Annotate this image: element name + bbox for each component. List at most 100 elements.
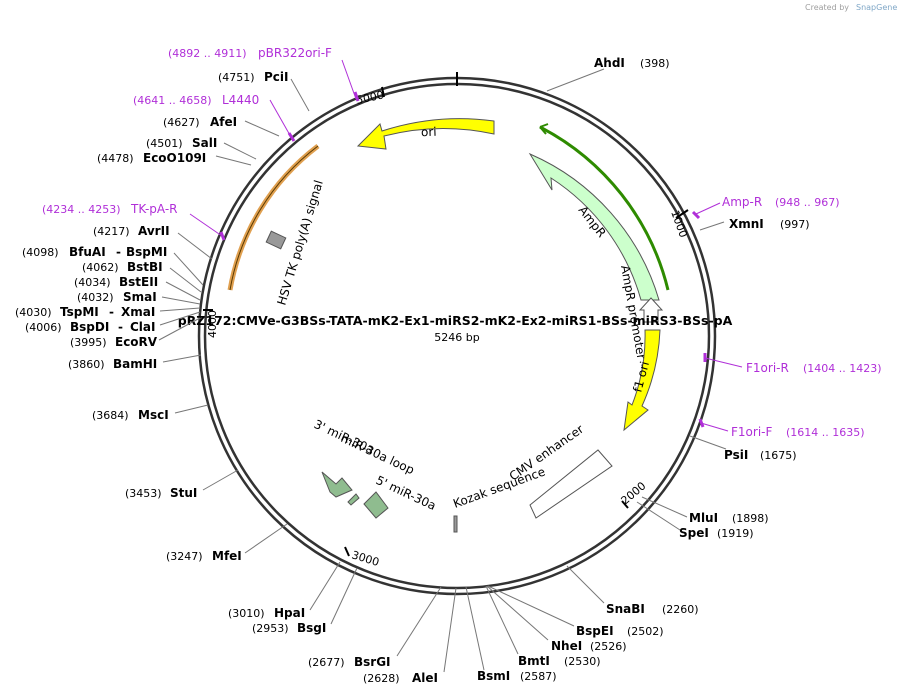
svg-text:BsrGI: BsrGI <box>354 655 391 669</box>
svg-text:2000: 2000 <box>619 479 649 507</box>
svg-text:ori: ori <box>421 125 437 140</box>
site-msci[interactable]: (3684) MscI <box>92 404 209 422</box>
site-tspmi-xmai[interactable]: (4030) TspMI - XmaI <box>15 305 201 319</box>
site-afei[interactable]: (4627) AfeI <box>163 115 280 137</box>
mir-5p-feature[interactable]: 5' miR-30a <box>363 473 438 519</box>
svg-text:(1614 .. 1635): (1614 .. 1635) <box>786 426 865 439</box>
site-snabi[interactable]: SnaBI (2260) <box>566 565 699 616</box>
site-bmti[interactable]: BmtI (2530) <box>485 585 601 668</box>
site-bamhi[interactable]: (3860) BamHI <box>68 354 202 371</box>
svg-text:(3995): (3995) <box>70 336 107 349</box>
plasmid-title: pRZ172:CMVe-G3BSs-TATA-mK2-Ex1-miRS2-mK2… <box>178 313 733 328</box>
hsv-polya-feature[interactable]: HSV TK poly(A) signal <box>265 178 326 307</box>
f1-ori-feature[interactable]: f1 ori <box>623 329 661 432</box>
svg-text:(398): (398) <box>640 57 670 70</box>
svg-text:(1404 .. 1423): (1404 .. 1423) <box>803 362 882 375</box>
svg-text:BspDI: BspDI <box>70 320 109 334</box>
svg-text:(4030): (4030) <box>15 306 52 319</box>
tick-5000: 5000 <box>355 86 385 107</box>
site-mlui[interactable]: MluI (1898) <box>641 496 769 525</box>
svg-text:EcoRV: EcoRV <box>115 335 158 349</box>
svg-text:(2502): (2502) <box>627 625 664 638</box>
svg-text:(1919): (1919) <box>717 527 754 540</box>
primer-f1ori-r[interactable]: F1ori-R (1404 .. 1423) <box>703 353 882 375</box>
svg-text:BspEI: BspEI <box>576 624 614 638</box>
svg-text:HpaI: HpaI <box>274 606 305 620</box>
svg-text:SpeI: SpeI <box>679 526 709 540</box>
svg-text:(4034): (4034) <box>74 276 111 289</box>
site-nhei[interactable]: NheI (2526) <box>486 585 627 653</box>
site-bsmi[interactable]: BsmI (2587) <box>465 586 557 683</box>
site-ahdi[interactable]: AhdI (398) <box>546 56 670 92</box>
svg-text:(2526): (2526) <box>590 640 627 653</box>
svg-text:SalI: SalI <box>192 136 217 150</box>
cmv-enhancer-feature[interactable]: CMV enhancer <box>507 422 613 519</box>
site-psii[interactable]: PsiI (1675) <box>689 435 797 462</box>
svg-text:MluI: MluI <box>689 511 718 525</box>
svg-text:-: - <box>109 305 114 319</box>
svg-text:(1675): (1675) <box>760 449 797 462</box>
tick-4000: 4000 <box>203 309 219 338</box>
svg-text:(4098): (4098) <box>22 246 59 259</box>
kozak-feature[interactable]: Kozak sequence <box>451 465 547 533</box>
svg-text:(4478): (4478) <box>97 152 134 165</box>
site-spei[interactable]: SpeI (1919) <box>636 501 754 540</box>
primer-pbr322ori-f[interactable]: (4892 .. 4911) pBR322ori-F <box>168 46 360 102</box>
site-smai[interactable]: (4032) SmaI <box>77 290 201 305</box>
svg-text:(3684): (3684) <box>92 409 129 422</box>
svg-text:(4501): (4501) <box>146 137 183 150</box>
ampr-feature[interactable]: AmpR <box>528 152 660 301</box>
site-avrii[interactable]: (4217) AvrII <box>93 224 213 260</box>
svg-text:5000: 5000 <box>355 88 385 107</box>
svg-text:AfeI: AfeI <box>210 115 237 129</box>
site-bstbi[interactable]: (4062) BstBI <box>82 260 202 293</box>
svg-text:BamHI: BamHI <box>113 357 157 371</box>
site-xmni[interactable]: XmnI (997) <box>699 217 810 231</box>
svg-text:(4751): (4751) <box>218 71 255 84</box>
svg-text:(4627): (4627) <box>163 116 200 129</box>
ori-feature[interactable]: ori <box>356 118 495 150</box>
mir-3p-feature[interactable]: 3' miR-30a <box>312 417 376 498</box>
site-bsgi[interactable]: (2953) BsgI <box>252 567 358 635</box>
svg-text:(3453): (3453) <box>125 487 162 500</box>
site-bsrgi[interactable]: (2677) BsrGI <box>308 586 442 669</box>
svg-text:XmaI: XmaI <box>121 305 155 319</box>
site-mfei[interactable]: (3247) MfeI <box>166 523 288 563</box>
site-bspei[interactable]: BspEI (2502) <box>487 585 664 638</box>
svg-text:(4217): (4217) <box>93 225 130 238</box>
ampr-orf <box>539 125 670 291</box>
site-sali[interactable]: (4501) SalI <box>146 136 257 160</box>
svg-text:BmtI: BmtI <box>518 654 550 668</box>
svg-text:BsmI: BsmI <box>477 669 510 683</box>
svg-text:1000: 1000 <box>668 209 690 240</box>
primer-tk-pa-r[interactable]: (4234 .. 4253) TK-pA-R <box>42 202 226 241</box>
primer-f1ori-f[interactable]: F1ori-F (1614 .. 1635) <box>698 418 865 439</box>
site-bsteii[interactable]: (4034) BstEII <box>74 275 201 301</box>
svg-text:Amp-R: Amp-R <box>722 195 762 209</box>
primer-amp-r[interactable]: Amp-R (948 .. 967) <box>691 195 840 220</box>
svg-text:3' miR-30a: 3' miR-30a <box>312 417 376 457</box>
site-pcii[interactable]: (4751) PciI <box>218 70 310 112</box>
site-stui[interactable]: (3453) StuI <box>125 469 239 500</box>
primer-l4440[interactable]: (4641 .. 4658) L4440 <box>133 93 296 142</box>
svg-text:(4006): (4006) <box>25 321 62 334</box>
svg-text:L4440: L4440 <box>222 93 259 107</box>
svg-text:BspMI: BspMI <box>126 245 167 259</box>
svg-text:MscI: MscI <box>138 408 169 422</box>
svg-text:(4062): (4062) <box>82 261 119 274</box>
site-alei[interactable]: (2628) AleI <box>363 587 457 685</box>
svg-text:(3860): (3860) <box>68 358 105 371</box>
site-ecorv[interactable]: (3995) EcoRV <box>70 317 201 349</box>
svg-text:NheI: NheI <box>551 639 582 653</box>
site-ecoo109i[interactable]: (4478) EcoO109I <box>97 151 252 166</box>
svg-text:BfuAI: BfuAI <box>69 245 106 259</box>
svg-text:(3010): (3010) <box>228 607 265 620</box>
svg-text:EcoO109I: EcoO109I <box>143 151 206 165</box>
site-bspdi-clai[interactable]: (4006) BspDI - ClaI <box>25 311 201 334</box>
site-hpai[interactable]: (3010) HpaI <box>228 561 341 620</box>
svg-text:BsgI: BsgI <box>297 621 326 635</box>
svg-text:AleI: AleI <box>412 671 438 685</box>
site-bfuai-bspmi[interactable]: (4098) BfuAI - BspMI <box>22 245 204 286</box>
tick-1000: 1000 <box>668 209 690 240</box>
svg-text:(2530): (2530) <box>564 655 601 668</box>
